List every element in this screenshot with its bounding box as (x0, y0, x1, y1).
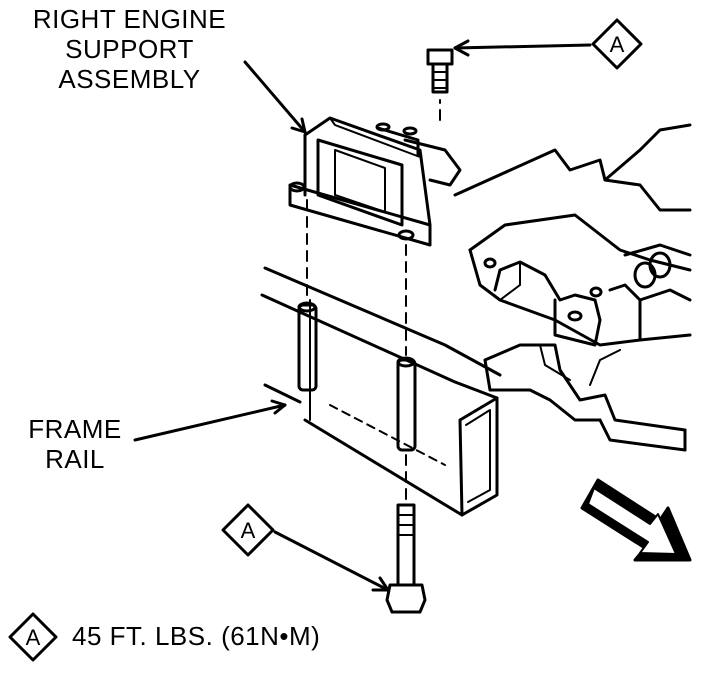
engine-support-label-line1: RIGHT ENGINE (32, 4, 227, 34)
callout-marker-bottom-label: A (241, 518, 256, 543)
bottom-bolt (385, 503, 427, 614)
engine-support-label: RIGHT ENGINE SUPPORT ASSEMBLY (22, 4, 237, 94)
forward-arrow: FWD (580, 478, 692, 562)
crossmember (483, 343, 687, 452)
legend-marker-label: A (26, 625, 41, 650)
frame-studs (297, 301, 417, 452)
frame-rail-label: FRAME RAIL (20, 414, 130, 474)
callout-marker-top: A (591, 18, 643, 70)
engine-block-outline (453, 123, 692, 347)
legend-marker: A (8, 612, 58, 662)
frame-rail-label-line1: FRAME (28, 414, 122, 444)
top-bolt (426, 48, 454, 94)
callout-marker-top-label: A (610, 32, 625, 57)
callout-marker-bottom: A (221, 503, 275, 557)
leader-lines (133, 39, 592, 592)
engine-support-label-line2: SUPPORT (65, 34, 194, 64)
engine-support-assembly (288, 116, 462, 247)
engine-support-label-line3: ASSEMBLY (58, 64, 201, 94)
frame-rail-label-line2: RAIL (45, 444, 105, 474)
torque-legend-text: 45 FT. LBS. (61N•M) (72, 621, 321, 651)
alignment-lines (306, 99, 441, 506)
frame-rail (260, 266, 502, 517)
